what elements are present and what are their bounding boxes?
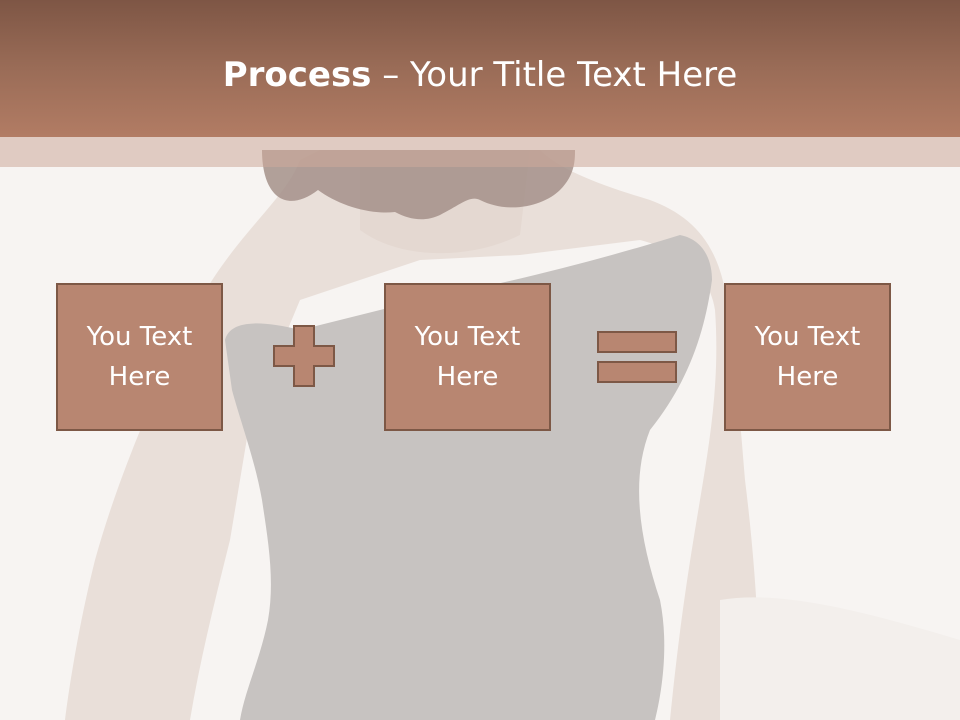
process-box-2-label: You Text Here [414, 322, 521, 392]
process-box-1-label: You Text Here [86, 322, 193, 392]
title-sub-band [0, 137, 960, 167]
equals-icon [597, 331, 677, 383]
process-box-1[interactable]: You Text Here [56, 283, 223, 431]
process-box-2[interactable]: You Text Here [384, 283, 551, 431]
title-rest-part: – Your Title Text Here [371, 55, 738, 95]
title-band [0, 0, 960, 137]
plus-icon [273, 325, 335, 387]
slide-title: Process – Your Title Text Here [0, 52, 960, 98]
process-box-3[interactable]: You Text Here [724, 283, 891, 431]
title-bold-part: Process [222, 55, 372, 95]
process-box-3-label: You Text Here [754, 322, 861, 392]
